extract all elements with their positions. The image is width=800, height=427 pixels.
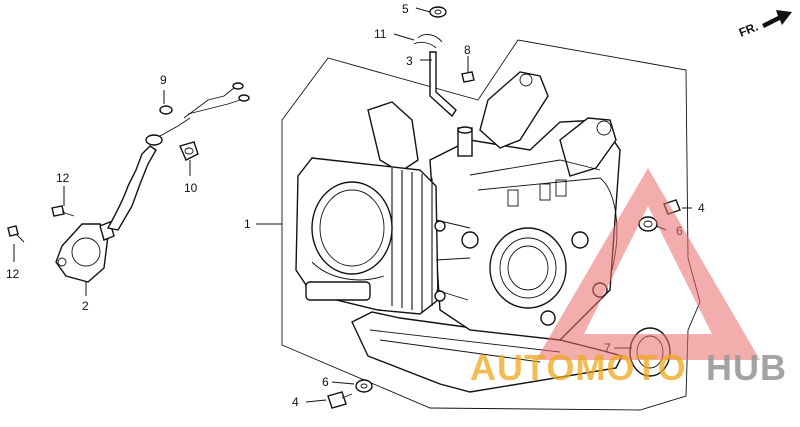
cylinder-block xyxy=(295,71,624,393)
front-direction-indicator: FR. xyxy=(737,10,792,40)
nut-10 xyxy=(179,141,199,161)
callout-10: 10 xyxy=(184,181,198,195)
callout-12-upper: 12 xyxy=(56,171,70,185)
washer-9 xyxy=(159,105,173,115)
callout-4-right: 4 xyxy=(698,201,705,215)
bolt-12-upper xyxy=(51,205,75,217)
washer-5 xyxy=(429,6,447,18)
callout-12-lower: 12 xyxy=(6,267,20,281)
front-direction-label: FR. xyxy=(737,20,760,40)
oil-filler-tube xyxy=(413,34,457,118)
callout-11: 11 xyxy=(374,27,387,41)
callout-6-bottom: 6 xyxy=(322,375,329,389)
washer-6-bottom xyxy=(355,379,373,393)
watermark-triangle-icon xyxy=(536,168,760,360)
callout-5: 5 xyxy=(402,2,409,16)
watermark-logo: AUTOMOTO HUB xyxy=(470,168,787,388)
callout-9: 9 xyxy=(160,73,167,87)
oil-level-switch xyxy=(55,82,250,283)
callout-4-bottom: 4 xyxy=(292,395,299,409)
bolt-12-lower xyxy=(7,225,25,243)
callout-8: 8 xyxy=(464,43,471,57)
nut-8 xyxy=(461,71,475,83)
bolt-4-bottom xyxy=(327,391,353,409)
front-arrow-icon xyxy=(762,10,792,28)
watermark-word-hub: HUB xyxy=(706,347,787,388)
callout-2: 2 xyxy=(82,299,89,313)
washer-6-right xyxy=(638,216,658,232)
callout-3: 3 xyxy=(406,54,413,68)
watermark-word-auto: AUTOMOTO xyxy=(470,347,687,388)
callout-1: 1 xyxy=(244,217,251,231)
